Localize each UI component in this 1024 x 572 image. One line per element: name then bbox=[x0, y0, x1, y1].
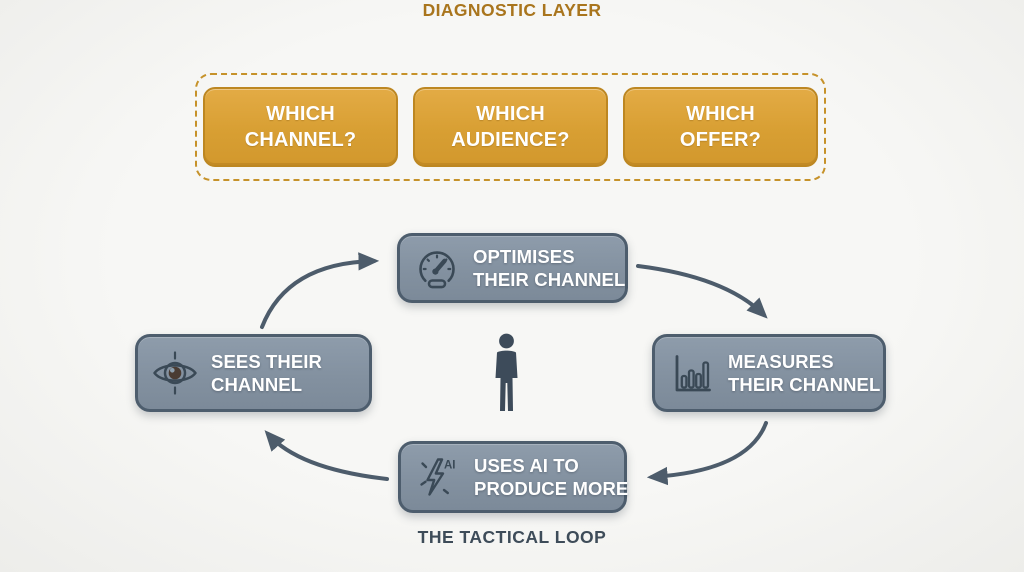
arrow-sees-to-optimises bbox=[260, 252, 380, 329]
which-audience-label-line2: AUDIENCE? bbox=[451, 129, 570, 151]
arrow-uses-ai-to-sees bbox=[264, 430, 389, 481]
gauge-icon bbox=[413, 244, 461, 292]
which-channel-label-line1: WHICH bbox=[266, 103, 335, 125]
arrow-optimises-to-measures bbox=[636, 264, 768, 319]
optimises-node: OPTIMISES THEIR CHANNEL bbox=[397, 233, 628, 303]
which-offer-box: WHICH OFFER? bbox=[623, 87, 818, 167]
sees-node: SEES THEIR CHANNEL bbox=[135, 334, 372, 412]
which-channel-box: WHICH CHANNEL? bbox=[203, 87, 398, 167]
which-channel-label-line2: CHANNEL? bbox=[244, 129, 357, 151]
tactical-loop-caption: THE TACTICAL LOOP bbox=[417, 527, 607, 547]
which-offer-label-line2: OFFER? bbox=[679, 129, 762, 151]
diagnostic-layer-title: DIAGNOSTIC LAYER bbox=[422, 0, 602, 20]
optimises-label: OPTIMISES THEIR CHANNEL bbox=[473, 246, 626, 290]
which-audience-box: WHICH AUDIENCE? bbox=[413, 87, 608, 167]
uses-ai-node: AI USES AI TO PRODUCE MORE bbox=[398, 441, 629, 513]
measures-label: MEASURES THEIR CHANNEL bbox=[728, 351, 881, 395]
uses-ai-label: USES AI TO PRODUCE MORE bbox=[474, 455, 629, 499]
ai-lightning-icon: AI bbox=[414, 453, 462, 501]
sees-label: SEES THEIR CHANNEL bbox=[211, 351, 322, 395]
eye-icon bbox=[151, 349, 199, 397]
arrow-measures-to-uses-ai bbox=[646, 421, 768, 486]
person-icon bbox=[487, 333, 526, 414]
which-offer-label-line1: WHICH bbox=[686, 103, 755, 125]
measures-node: MEASURES THEIR CHANNEL bbox=[652, 334, 886, 412]
ai-badge: AI bbox=[444, 460, 456, 472]
which-audience-label-line1: WHICH bbox=[476, 103, 545, 125]
bar-chart-icon bbox=[668, 349, 716, 397]
diagnostic-layer-container: WHICH CHANNEL? WHICH AUDIENCE? WHICH OFF… bbox=[195, 73, 826, 181]
